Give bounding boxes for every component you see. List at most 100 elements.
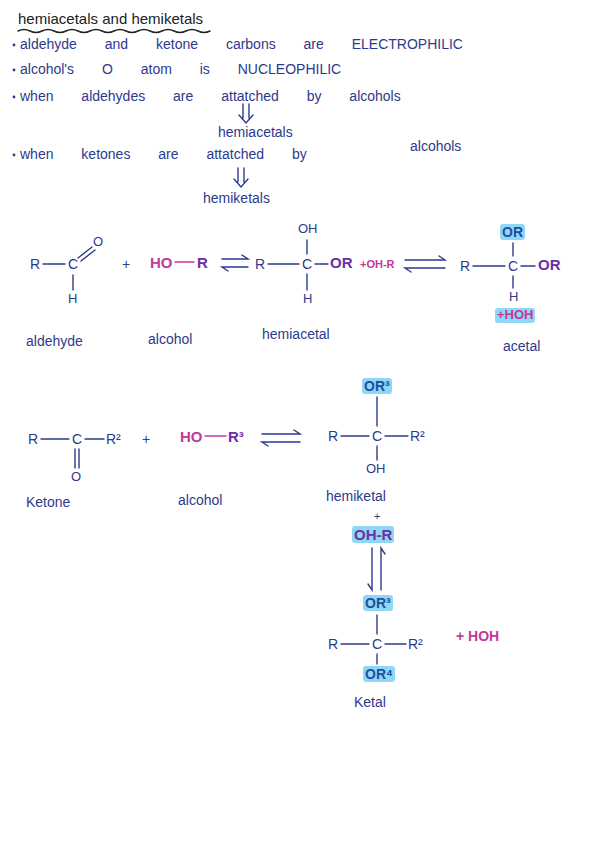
atom: H: [303, 292, 312, 307]
drawing-stroke: [75, 449, 79, 468]
implies-arrows: [234, 104, 253, 187]
drawing-stroke: [376, 615, 377, 634]
drawing-stroke: [175, 261, 194, 262]
atom: R: [328, 636, 338, 652]
plus-sign: +: [374, 510, 380, 523]
drawing-stroke: [306, 274, 307, 290]
atom: OH: [366, 462, 386, 477]
atom: OH: [298, 222, 318, 237]
drawing-stroke: [13, 96, 16, 99]
water: + HOH: [456, 628, 499, 644]
drawing-stroke: [473, 265, 505, 266]
atom: R²: [408, 636, 423, 652]
alkoxy-group: OR: [500, 224, 525, 240]
drawing-stroke: [85, 438, 104, 439]
alkoxy-group: OR: [538, 256, 561, 273]
atom: H: [509, 290, 518, 305]
drawing-stroke: [405, 268, 445, 272]
atom: C: [372, 636, 382, 652]
drawing-stroke: [376, 397, 377, 426]
drawing-stroke: [13, 154, 16, 157]
atom: C: [372, 428, 382, 444]
compound-name: alcohol: [148, 331, 192, 347]
bonds-hemiacetal: [268, 240, 328, 290]
atom: C: [72, 431, 82, 447]
compound-name: hemiacetal: [262, 326, 330, 342]
atom: R: [28, 431, 38, 447]
note-line: when aldehydes are attatched by alcohols: [20, 88, 401, 104]
alcohol-group: HO: [180, 428, 203, 445]
atom: H: [68, 292, 77, 307]
atom: O: [71, 470, 81, 485]
drawing-stroke: [512, 243, 513, 256]
product-word: hemiketals: [203, 190, 270, 206]
atom: C: [508, 258, 518, 274]
atom: R²: [410, 428, 425, 444]
reagent: OH-R: [352, 526, 394, 543]
drawing-stroke: [13, 69, 16, 72]
note-line: when ketones are attatched by: [20, 146, 307, 162]
bonds-ketal: [341, 615, 406, 664]
drawing-stroke: [222, 267, 248, 271]
bullet-dots: [13, 44, 16, 157]
water: +HOH: [495, 308, 535, 323]
alcohol-group: R³: [228, 428, 244, 445]
drawing-stroke: [268, 263, 299, 264]
drawing-stroke: [18, 30, 210, 33]
alkoxy-group: OR⁴: [363, 666, 395, 682]
drawing-stroke: [41, 438, 69, 439]
compound-name: aldehyde: [26, 333, 83, 349]
plus-sign: +: [142, 431, 150, 447]
alkoxy-group: OR³: [363, 595, 393, 611]
alcohol-group: R: [197, 254, 208, 271]
drawing-stroke: [368, 548, 372, 590]
drawing-stroke: [43, 263, 65, 264]
drawing-stroke: [234, 168, 248, 187]
drawing-stroke: [78, 247, 95, 261]
drawing-stroke: [13, 44, 16, 47]
atom: C: [68, 256, 78, 272]
drawing-stroke: [239, 104, 253, 123]
compound-name: Ketal: [354, 694, 386, 710]
plus-sign: +: [122, 256, 130, 272]
compound-name: hemiketal: [326, 488, 386, 504]
alcohol-group: HO: [150, 254, 173, 271]
atom: R: [328, 428, 338, 444]
atom: R: [255, 256, 265, 272]
drawing-stroke: [385, 435, 408, 436]
drawing-stroke: [405, 256, 445, 260]
drawing-stroke: [385, 643, 406, 644]
atom: R: [30, 256, 40, 272]
alkoxy-group: OR: [330, 254, 353, 271]
bonds-hemiketal: [341, 397, 408, 460]
title-underline: [18, 30, 210, 33]
drawing-stroke: [521, 265, 535, 266]
equilibrium-arrows: [222, 255, 445, 590]
atom: O: [93, 235, 103, 250]
product-word: hemiacetals: [218, 124, 293, 140]
drawing-stroke: [376, 654, 377, 664]
drawing-stroke: [222, 255, 248, 259]
drawing-stroke: [72, 275, 73, 290]
page-title: hemiacetals and hemiketals: [18, 10, 203, 27]
atom: R: [460, 258, 470, 274]
alkoxy-group: OR³: [362, 378, 392, 394]
compound-name: alcohol: [178, 492, 222, 508]
drawing-stroke: [341, 435, 369, 436]
drawing-stroke: [381, 548, 385, 590]
drawing-stroke: [315, 263, 328, 264]
drawing-stroke: [205, 435, 226, 436]
bonds-aldehyde: [43, 247, 194, 290]
drawing-stroke: [262, 442, 300, 446]
bonds-acetal: [473, 243, 535, 288]
atom: R²: [106, 431, 121, 447]
reagent: +OH-R: [360, 258, 395, 271]
note-line: alcohol's O atom is NUCLEOPHILIC: [20, 61, 341, 77]
atom: C: [302, 256, 312, 272]
note-word: alcohols: [410, 138, 461, 154]
note-line: aldehyde and ketone carbons are ELECTROP…: [20, 36, 463, 52]
drawing-stroke: [306, 240, 307, 254]
compound-name: acetal: [503, 338, 540, 354]
drawing-stroke: [262, 430, 300, 434]
